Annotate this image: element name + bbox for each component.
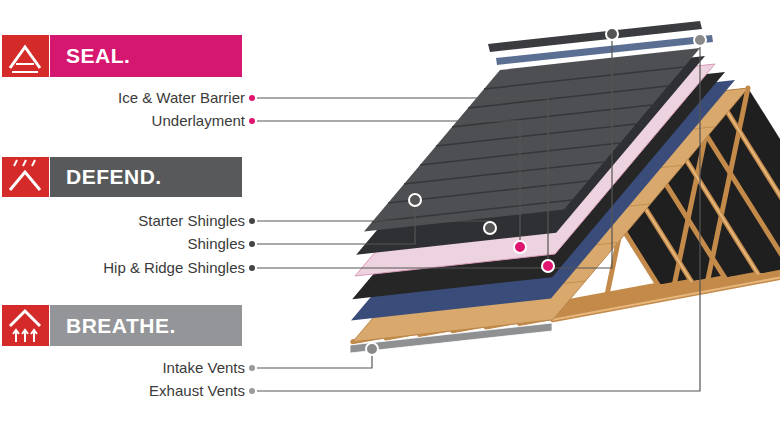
- callout-dot: [542, 260, 554, 272]
- callout-label: Ice & Water Barrier: [118, 89, 245, 107]
- icon-rain: [14, 160, 17, 166]
- icon-roof: [10, 47, 40, 68]
- icon-arrow: [24, 331, 26, 342]
- icon-arrow: [33, 331, 35, 342]
- leader-dot: [249, 118, 255, 124]
- callout-label: Starter Shingles: [138, 212, 245, 230]
- leader-line: [257, 349, 372, 368]
- leader-line: [257, 121, 520, 247]
- leader-line: [257, 34, 612, 268]
- icon-background: [2, 305, 49, 346]
- icon-background: [2, 157, 49, 197]
- leader-dot: [249, 95, 255, 101]
- callout-label: Underlayment: [152, 112, 245, 130]
- callout-label: Exhaust Vents: [149, 382, 245, 400]
- callout-dot: [484, 222, 496, 234]
- ridge-cap: [488, 21, 702, 52]
- icon-arrows: [13, 330, 37, 342]
- icon-roof: [10, 311, 40, 326]
- callout-label: Shingles: [187, 235, 245, 253]
- icon-layer: [12, 71, 38, 73]
- section-title: SEAL.: [66, 44, 130, 68]
- truss-rafter: [715, 92, 780, 267]
- icon-background: [2, 35, 49, 77]
- section-band: DEFEND.: [50, 157, 242, 197]
- section-title: DEFEND.: [66, 165, 162, 189]
- callout-label: Hip & Ridge Shingles: [103, 259, 245, 277]
- shingle-courses: [372, 67, 684, 222]
- shingle-course: [484, 67, 684, 89]
- shingle-course: [372, 200, 572, 222]
- section-title: BREATHE.: [66, 314, 176, 338]
- shingles: [364, 48, 700, 232]
- icon-rain: [32, 160, 35, 166]
- callout-dot: [409, 194, 421, 206]
- icon-arrow-head: [22, 330, 28, 334]
- callout-dot: [514, 241, 526, 253]
- leader-dot: [249, 265, 255, 271]
- leader-dot: [249, 388, 255, 394]
- leader-lines: [257, 34, 700, 391]
- leader-dot: [249, 218, 255, 224]
- leader-start-dots: [249, 95, 255, 394]
- breathe-icon: [2, 305, 49, 346]
- icon-rain: [23, 160, 26, 166]
- section-band: SEAL.: [50, 35, 242, 77]
- shingle-course: [436, 124, 636, 146]
- leader-line: [257, 40, 700, 391]
- leader-line: [257, 200, 415, 244]
- callout-dot: [606, 28, 618, 40]
- callout-dot: [694, 34, 706, 46]
- shingle-course: [404, 162, 604, 184]
- callout-dot: [366, 343, 378, 355]
- icon-arrow-head: [13, 330, 19, 334]
- callout-label: Intake Vents: [162, 359, 245, 377]
- defend-icon: [2, 157, 49, 197]
- seal-icon: [2, 35, 49, 77]
- leader-dot: [249, 365, 255, 371]
- section-band: BREATHE.: [50, 305, 242, 346]
- shingle-course: [452, 105, 652, 127]
- icon-arrow: [15, 331, 17, 342]
- leader-line: [257, 221, 490, 228]
- icon-roof: [10, 172, 40, 190]
- leader-dot: [249, 241, 255, 247]
- truss-rafter: [715, 92, 780, 267]
- icon-layer: [16, 63, 34, 65]
- intake-vent: [350, 323, 552, 353]
- icon-arrow-head: [31, 330, 37, 334]
- leader-line: [257, 98, 548, 266]
- shingle-course: [468, 86, 668, 108]
- leader-end-dots: [366, 28, 706, 355]
